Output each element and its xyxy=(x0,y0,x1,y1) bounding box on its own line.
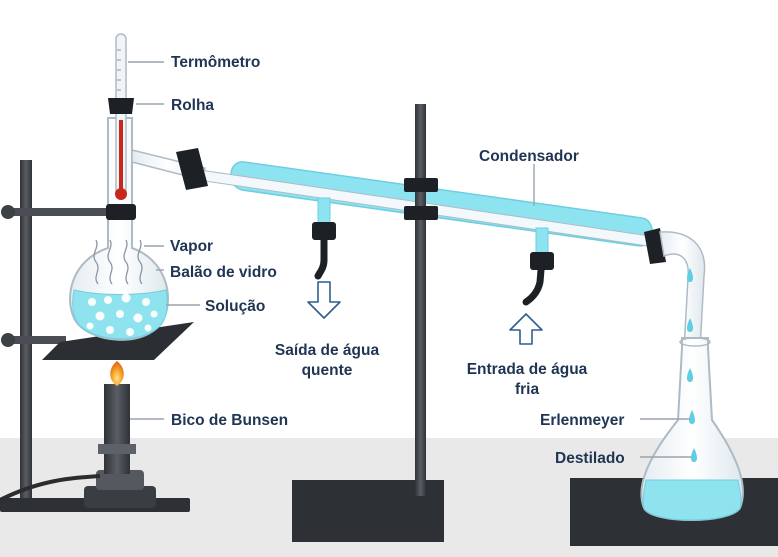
rubber-stopper xyxy=(108,98,134,114)
label-stopper: Rolha xyxy=(171,97,214,114)
label-water-in-line1: Entrada de água xyxy=(467,361,588,378)
label-erlenmeyer: Erlenmeyer xyxy=(540,412,624,429)
label-water-in-line2: fria xyxy=(515,381,540,398)
flask-clamp xyxy=(106,204,136,220)
label-condenser: Condensador xyxy=(479,148,579,165)
vapor-wisps xyxy=(93,239,143,285)
label-thermometer: Termômetro xyxy=(171,54,260,71)
label-solution: Solução xyxy=(205,298,265,315)
condensate-drops xyxy=(687,268,697,462)
label-water-out-line1: Saída de água xyxy=(275,342,380,359)
label-burner: Bico de Bunsen xyxy=(171,412,288,429)
middle-ring-stand xyxy=(292,104,444,542)
thermometer xyxy=(115,33,127,200)
burner-flame xyxy=(110,361,124,386)
hose-cap-inlet xyxy=(530,252,554,270)
support-platform xyxy=(42,322,194,360)
arrow-up-icon xyxy=(509,313,543,345)
leader-lines xyxy=(128,61,692,458)
hose-outlet xyxy=(314,224,328,280)
condenser-joint-left xyxy=(176,148,208,190)
label-water-out-line2: quente xyxy=(302,362,353,379)
hose-inlet xyxy=(522,254,546,306)
distillate-liquid xyxy=(642,479,742,521)
label-flask: Balão de vidro xyxy=(170,264,277,281)
label-vapor: Vapor xyxy=(170,238,213,255)
arrow-down-icon xyxy=(307,281,341,319)
hose-cap-outlet xyxy=(312,222,336,240)
delivery-adapter xyxy=(659,231,706,351)
bunsen-burner xyxy=(0,384,156,508)
solution-bubbles xyxy=(86,293,158,336)
label-distillate: Destilado xyxy=(555,450,625,467)
